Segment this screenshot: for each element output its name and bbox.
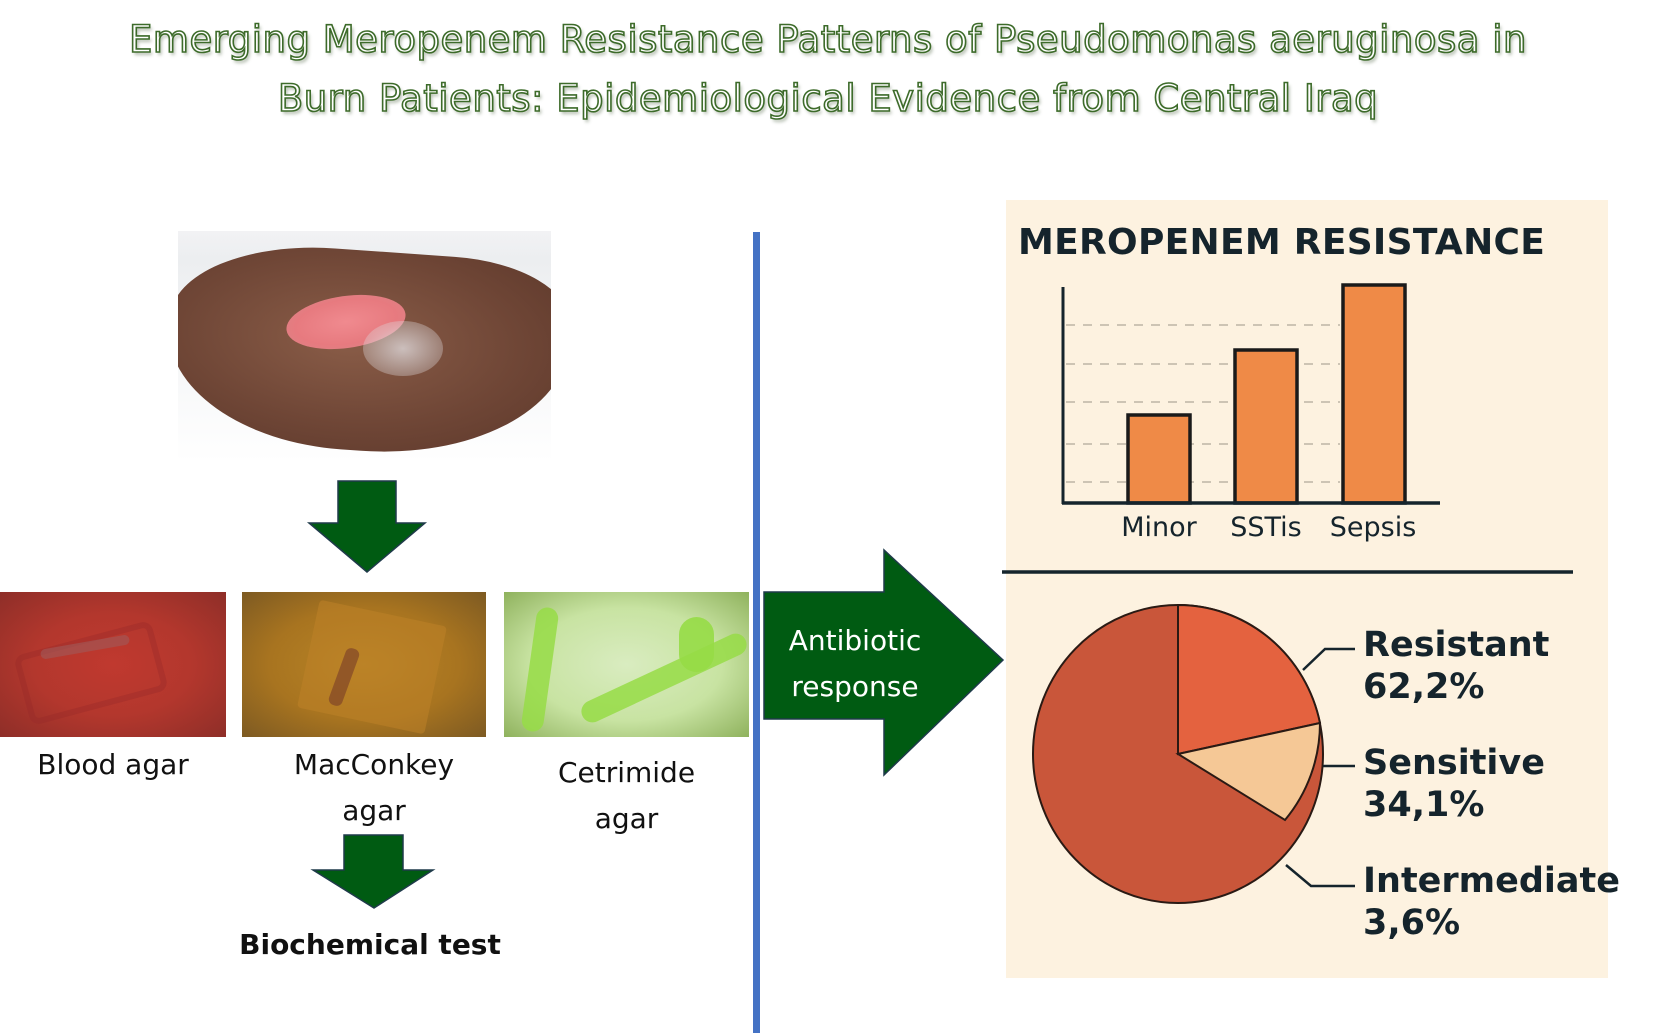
plate-label-line: agar — [594, 802, 659, 835]
plate-label-blood-agar: Blood agar — [0, 742, 226, 788]
plate-label-line: Cetrimide — [557, 756, 696, 789]
plate-label-line: Blood agar — [37, 748, 189, 781]
pie-leader-lines — [1285, 647, 1355, 888]
bar-minor — [1126, 413, 1192, 505]
pie-label-intermediate: Intermediate 3,6% — [1363, 860, 1620, 944]
title-line-1: Emerging Meropenem Resistance Patterns o… — [128, 17, 1527, 62]
macconkey-agar-plate-photo — [242, 592, 486, 737]
pie-label-name: Intermediate — [1363, 861, 1621, 901]
blister-area — [363, 321, 443, 376]
down-arrow-icon — [310, 834, 436, 909]
bar-sstis — [1233, 348, 1299, 505]
pie-label-value: 34,1% — [1363, 785, 1485, 825]
page-title: Emerging Meropenem Resistance Patterns o… — [0, 10, 1656, 128]
antibiotic-response-label: Antibiotic response — [765, 618, 945, 710]
pie-slice-sensitive — [1175, 721, 1322, 822]
bar-chart-bars — [1126, 283, 1407, 505]
down-arrow-icon — [306, 480, 428, 573]
bar-chart-gridlines — [1066, 324, 1340, 483]
burn-wound-photo — [178, 231, 551, 462]
bar-sepsis — [1341, 283, 1407, 505]
bar-label-sstis: SSTis — [1230, 512, 1302, 543]
right-arrow-icon — [763, 548, 1005, 777]
vertical-divider — [753, 232, 760, 1033]
arrow-label-line: Antibiotic — [788, 624, 922, 657]
pie-label-value: 3,6% — [1363, 903, 1461, 943]
cetrimide-agar-plate-photo — [504, 592, 749, 737]
pie-chart — [1032, 603, 1324, 904]
title-line-2: Burn Patients: Epidemiological Evidence … — [277, 76, 1379, 121]
plate-label-line: MacConkey — [293, 748, 455, 781]
arrow-label-line: response — [791, 670, 919, 703]
pie-label-name: Resistant — [1363, 625, 1550, 665]
pie-label-name: Sensitive — [1363, 743, 1545, 783]
pie-slice-resistant — [1177, 603, 1322, 756]
plate-label-line: agar — [342, 794, 406, 827]
pie-label-value: 62,2% — [1363, 667, 1485, 707]
plate-label-macconkey-agar: MacConkey agar — [262, 742, 486, 834]
bar-label-sepsis: Sepsis — [1329, 512, 1417, 543]
pie-label-resistant: Resistant 62,2% — [1363, 624, 1549, 708]
biochemical-test-label: Biochemical test — [239, 928, 501, 961]
pie-label-sensitive: Sensitive 34,1% — [1363, 742, 1545, 826]
blood-agar-plate-photo — [0, 592, 226, 737]
plate-label-cetrimide-agar: Cetrimide agar — [504, 750, 749, 842]
bar-chart-title: MEROPENEM RESISTANCE — [1018, 222, 1546, 263]
bar-label-minor: Minor — [1121, 512, 1197, 543]
